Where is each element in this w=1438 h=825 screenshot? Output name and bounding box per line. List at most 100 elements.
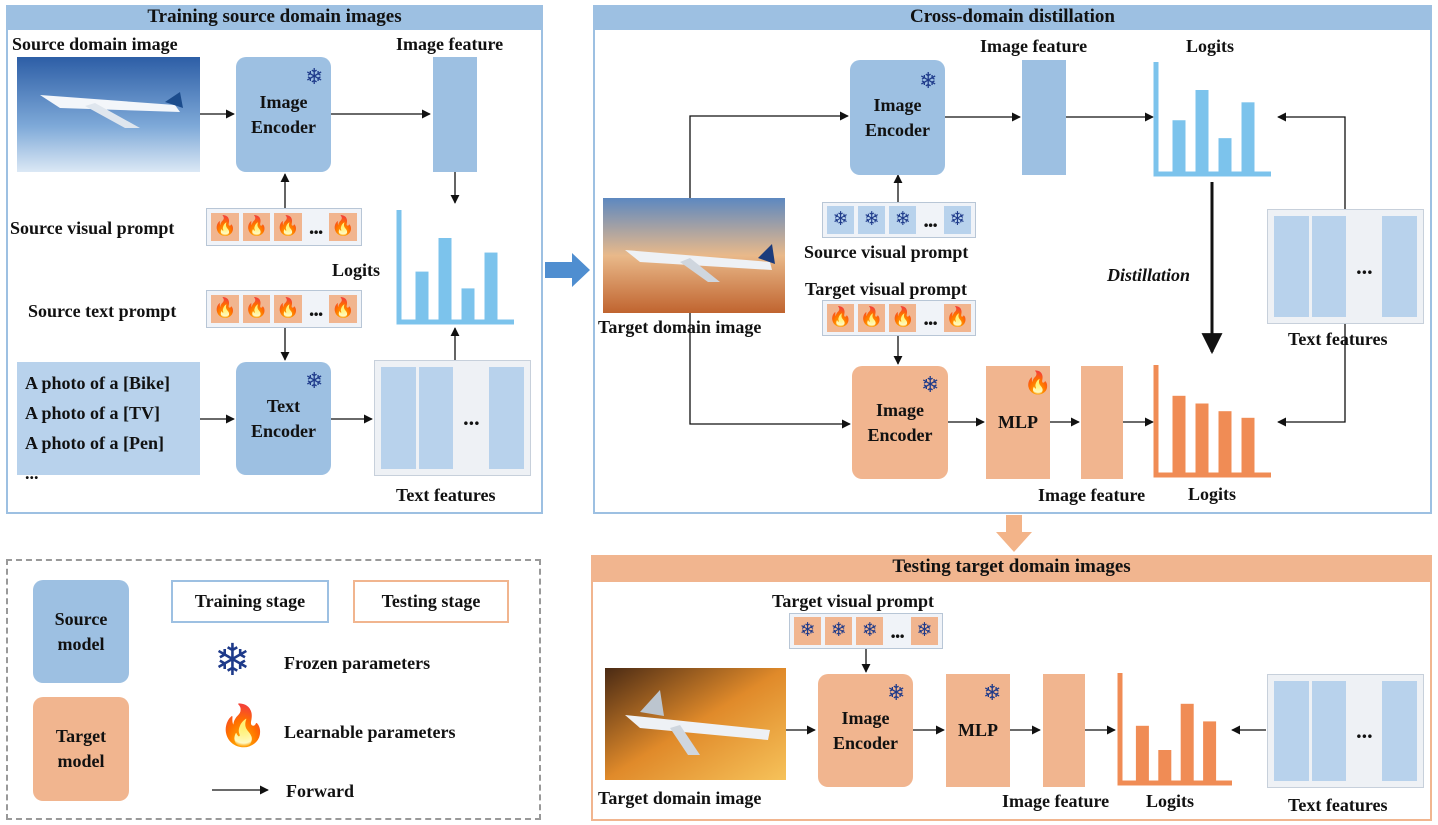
source-visual-prompt-label: Source visual prompt [10,218,175,238]
ellipsis: ... [463,405,480,430]
chart-axis [1117,673,1232,786]
target-domain-image-label: Target domain image [598,788,762,808]
distill-top-logits-chart [1153,62,1271,177]
legend-testing-stage: Testing stage [353,580,509,623]
text-features-block: ... [1267,674,1424,788]
logits-label: Logits [1186,36,1235,56]
flame-icon: 🔥 [1024,370,1052,395]
ellipsis: ... [923,207,938,232]
snowflake-icon: ❄ [919,68,938,93]
snowflake-icon: ❄ [887,680,906,705]
source-domain-image-label: Source domain image [12,34,178,54]
snowflake-icon: ❄ [858,206,886,234]
legend-frozen-label: Frozen parameters [284,653,431,673]
flame-icon: 🔥 [858,304,886,332]
text-features-label: Text features [1288,795,1388,815]
logit-bar [415,271,429,322]
text-features-block: ... [1267,209,1424,324]
logit-bar [1218,411,1232,475]
flame-icon: 🔥 [274,213,302,241]
flame-icon: 🔥 [242,213,271,241]
logit-bar [1158,750,1172,783]
logit-bar [484,252,498,322]
training-logits-chart [396,210,514,325]
legend-source-model: Source model [33,580,129,683]
flame-icon: 🔥 [274,295,302,323]
legend-panel [6,559,541,820]
image-encoder-target: Image Encoder [852,366,948,479]
image-feature-label: Image feature [396,34,504,54]
legend-forward-label: Forward [286,781,354,801]
snowflake-icon: ❄ [856,617,884,645]
mlp-block: MLP [946,674,1010,787]
logit-bar [1195,90,1209,174]
image-feature-block [433,57,477,172]
ellipsis: ... [1356,718,1373,743]
logits-label: Logits [332,260,381,280]
text-prompt-list: A photo of a [Bike] A photo of a [TV] A … [17,362,200,483]
stage-arrow-down-icon [996,515,1032,552]
image-feature-label: Image feature [980,36,1088,56]
testing-panel-title: Testing target domain images [591,555,1432,582]
target-visual-prompt: ❄ ❄ ❄ ... ❄ [789,613,943,649]
logits-label: Logits [1188,484,1237,504]
text-features-block: ... [374,360,531,476]
source-visual-prompt-label: Source visual prompt [804,242,969,262]
logit-bar [1218,138,1232,174]
distillation-label: Distillation [1107,265,1191,285]
source-visual-prompt: 🔥 🔥 🔥 ... 🔥 [206,208,362,246]
logit-bar [1172,120,1186,174]
legend-target-model: Target model [33,697,129,801]
text-prompt-item: A photo of a [Bike] [25,373,171,393]
text-encoder: Text Encoder [236,362,331,475]
distill-bottom-logits-chart [1153,365,1271,478]
chart-axis [396,210,514,325]
image-feature-block-target [1043,674,1085,787]
image-encoder-target: Image Encoder [818,674,913,787]
source-domain-photo [17,57,200,172]
logit-bar [1172,395,1186,475]
logit-bar [1241,417,1255,475]
distillation-panel-title: Cross-domain distillation [593,5,1432,30]
testing-logits-chart [1117,673,1232,786]
flame-icon: 🔥 [889,304,917,332]
ellipsis: ... [308,214,323,239]
image-encoder-source: Image Encoder [850,60,945,175]
flame-icon: 🔥 [242,295,271,323]
mlp-block: MLP [986,366,1050,479]
snowflake-icon: ❄ [305,64,324,89]
snowflake-icon: ❄ [983,680,1002,705]
chart-axis [1153,365,1271,478]
source-text-prompt: 🔥 🔥 🔥 ... 🔥 [206,290,362,328]
flame-icon: 🔥 [211,213,239,241]
flame-icon: 🔥 [943,304,972,332]
snowflake-icon: ❄ [794,617,822,645]
text-features-label: Text features [396,485,496,505]
flame-icon: 🔥 [211,295,239,323]
logit-bar [1203,721,1217,783]
text-features-label: Text features [1288,329,1388,349]
text-prompt-item: A photo of a [TV] [25,403,161,423]
logit-bar [1135,725,1149,783]
source-text-prompt-label: Source text prompt [28,301,177,321]
image-encoder-source: Image Encoder [236,57,331,172]
snowflake-icon: ❄ [910,617,939,645]
snowflake-icon: ❄ [825,617,853,645]
chart-axis [1153,62,1271,177]
logits-label: Logits [1146,791,1195,811]
image-feature-block-target [1081,366,1123,479]
text-prompt-item: ... [25,463,39,483]
stage-arrow-right-icon [545,253,590,287]
ellipsis: ... [1356,253,1373,279]
flame-icon: 🔥 [218,703,268,748]
target-domain-photo-test [605,668,786,780]
image-feature-label: Image feature [1002,791,1110,811]
logit-bar [1195,403,1209,475]
target-visual-prompt-label: Target visual prompt [805,279,968,299]
source-visual-prompt: ❄ ❄ ❄ ... ❄ [822,202,976,238]
image-feature-block [1022,60,1066,175]
target-domain-photo-distill [603,198,785,313]
snowflake-icon: ❄ [889,206,917,234]
logit-bar [438,238,452,322]
